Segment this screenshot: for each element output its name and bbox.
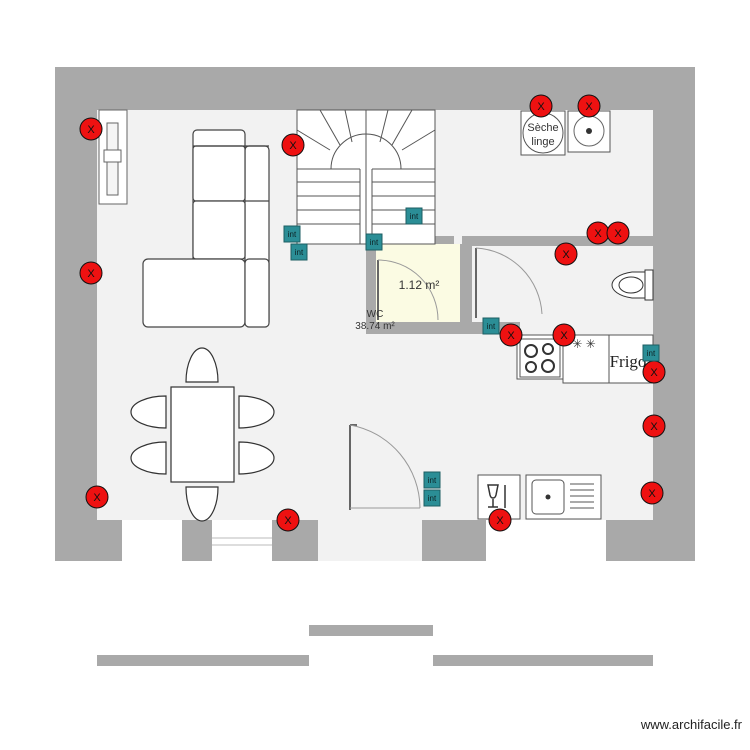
bottom-lines-1	[309, 625, 433, 636]
wc-door	[377, 259, 439, 321]
outlet-marker-label: X	[560, 330, 568, 342]
switch-markers: int int int int int int int int	[283, 207, 660, 507]
switch-marker: int	[482, 317, 500, 335]
outlet-marker: X	[281, 133, 305, 157]
outlet-marker: X	[499, 323, 523, 347]
switch-marker: int	[423, 489, 441, 507]
outlet-marker: X	[554, 242, 578, 266]
svg-text:✳ ✳: ✳ ✳	[572, 337, 595, 351]
outlet-marker-label: X	[594, 228, 602, 240]
switch-marker: int	[423, 471, 441, 489]
sink	[525, 474, 602, 520]
outlet-marker: X	[85, 485, 109, 509]
outlet-marker-label: X	[284, 515, 292, 527]
outlet-marker-label: X	[585, 101, 593, 113]
outlet-marker: X	[577, 94, 601, 118]
switch-marker: int	[283, 225, 301, 243]
sofa	[142, 129, 270, 328]
dryer-label-line1: Sèche	[527, 122, 558, 134]
outlet-marker-label: X	[650, 421, 658, 433]
radiator	[98, 109, 128, 205]
switch-marker: int	[290, 243, 308, 261]
outlet-marker-label: X	[648, 488, 656, 500]
switch-marker-label: int	[288, 230, 297, 239]
wc-floor	[376, 244, 460, 322]
outlet-marker: X	[79, 117, 103, 141]
outlet-marker-label: X	[496, 515, 504, 527]
outlet-marker: X	[79, 261, 103, 285]
switch-marker-label: int	[428, 476, 437, 485]
main-room-area: 38.74 m²	[355, 321, 395, 332]
window-recess-left	[122, 520, 182, 561]
outlet-marker-label: X	[614, 228, 622, 240]
outlet-marker: X	[642, 414, 666, 438]
switch-marker-label: int	[295, 248, 304, 257]
outlet-marker-label: X	[289, 140, 297, 152]
watermark: www.archifacile.fr	[640, 717, 742, 732]
outlet-marker-label: X	[87, 268, 95, 280]
outlet-marker: X	[488, 508, 512, 532]
switch-marker: int	[405, 207, 423, 225]
switch-marker-label: int	[370, 238, 379, 247]
partition-kitchen-top	[462, 236, 653, 246]
outlet-marker-label: X	[87, 124, 95, 136]
dryer-label-line2: linge	[531, 136, 554, 148]
outlet-marker: X	[276, 508, 300, 532]
window-recess-mid	[212, 520, 272, 561]
outlet-marker: X	[642, 360, 666, 384]
utility-door	[475, 247, 543, 318]
dining-table	[130, 347, 275, 522]
switch-marker: int	[642, 344, 660, 362]
washing-machine	[567, 110, 611, 153]
partition-wc-left	[366, 244, 376, 334]
switch-marker-label: int	[410, 212, 419, 221]
entrance-recess	[318, 509, 422, 561]
outlet-marker: X	[586, 221, 610, 245]
switch-marker-label: int	[487, 322, 496, 331]
toilet	[611, 269, 654, 301]
dryer: Sèche linge	[520, 110, 566, 156]
bottom-lines-3	[433, 655, 653, 666]
main-room-name: WC	[367, 309, 384, 320]
switch-marker: int	[365, 233, 383, 251]
entrance-door	[349, 424, 421, 510]
bottom-lines-2	[97, 655, 309, 666]
outlet-marker: X	[529, 94, 553, 118]
outlet-marker: X	[552, 323, 576, 347]
outlet-marker-label: X	[507, 330, 515, 342]
outlet-marker: X	[606, 221, 630, 245]
outlet-marker-label: X	[537, 101, 545, 113]
switch-marker-label: int	[428, 494, 437, 503]
fridge-label: Frigo	[610, 352, 647, 371]
outlet-marker-label: X	[562, 249, 570, 261]
wc-area-label: 1.12 m²	[399, 278, 440, 292]
outlet-marker: X	[640, 481, 664, 505]
switch-marker-label: int	[647, 349, 656, 358]
partition-wc-right	[460, 244, 472, 324]
fridge: ✳ ✳ Frigo	[562, 334, 654, 384]
outlet-marker-label: X	[650, 367, 658, 379]
outlet-marker-label: X	[93, 492, 101, 504]
